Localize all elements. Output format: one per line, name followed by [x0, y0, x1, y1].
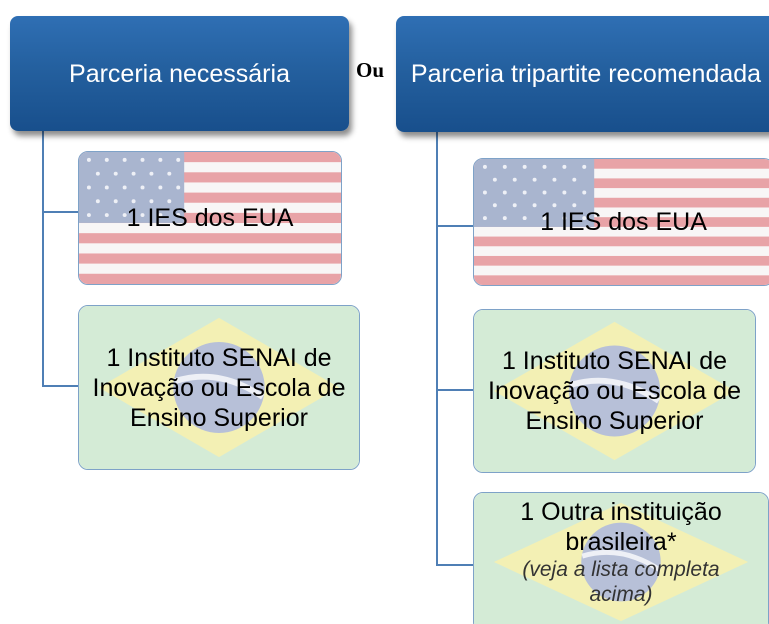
senai-institution-box: 1 Instituto SENAI de Inovação ou Escola …	[473, 309, 756, 473]
right-connector-vertical	[436, 132, 438, 566]
usa-institution-label-wrap: 1 IES dos EUA	[474, 159, 769, 285]
header-required-partnership: Parceria necessária	[10, 16, 349, 131]
usa-flag-icon	[79, 152, 341, 284]
header-tripartite-partnership: Parceria tripartite recomendada	[396, 16, 769, 132]
right-connector-to-other	[436, 564, 474, 566]
brazil-flag-icon	[79, 306, 359, 469]
other-institution-note: (veja a lista completa acima)	[522, 558, 720, 607]
senai-institution-label-wrap: 1 Instituto SENAI de Inovação ou Escola …	[79, 306, 359, 469]
usa-institution-box: 1 IES dos EUA	[473, 158, 769, 286]
brazil-flag-icon	[474, 310, 755, 472]
header-required-label: Parceria necessária	[69, 59, 290, 88]
other-institution-label: 1 Outra instituição brasileira*	[520, 498, 722, 556]
senai-institution-label: 1 Instituto SENAI de Inovação ou Escola …	[488, 347, 741, 435]
senai-institution-label: 1 Instituto SENAI de Inovação ou Escola …	[92, 343, 346, 432]
or-label: Ou	[356, 58, 385, 82]
brazil-flag-icon	[474, 493, 768, 624]
right-connector-to-brazil	[436, 389, 474, 391]
usa-institution-label: 1 IES dos EUA	[540, 208, 707, 236]
usa-flag-icon	[474, 159, 769, 285]
usa-institution-box: 1 IES dos EUA	[78, 151, 342, 285]
senai-institution-box: 1 Instituto SENAI de Inovação ou Escola …	[78, 305, 360, 470]
left-connector-to-usa	[42, 211, 79, 213]
header-tripartite-label: Parceria tripartite recomendada	[410, 60, 762, 88]
usa-institution-label-wrap: 1 IES dos EUA	[79, 152, 341, 284]
senai-institution-label-wrap: 1 Instituto SENAI de Inovação ou Escola …	[474, 310, 755, 472]
other-institution-box: 1 Outra instituição brasileira* (veja a …	[473, 492, 769, 624]
left-connector-to-brazil	[42, 385, 79, 387]
left-connector-vertical	[42, 131, 44, 387]
other-institution-label-wrap: 1 Outra instituição brasileira* (veja a …	[474, 493, 768, 624]
usa-institution-label: 1 IES dos EUA	[126, 204, 294, 232]
right-connector-to-usa	[436, 225, 474, 227]
